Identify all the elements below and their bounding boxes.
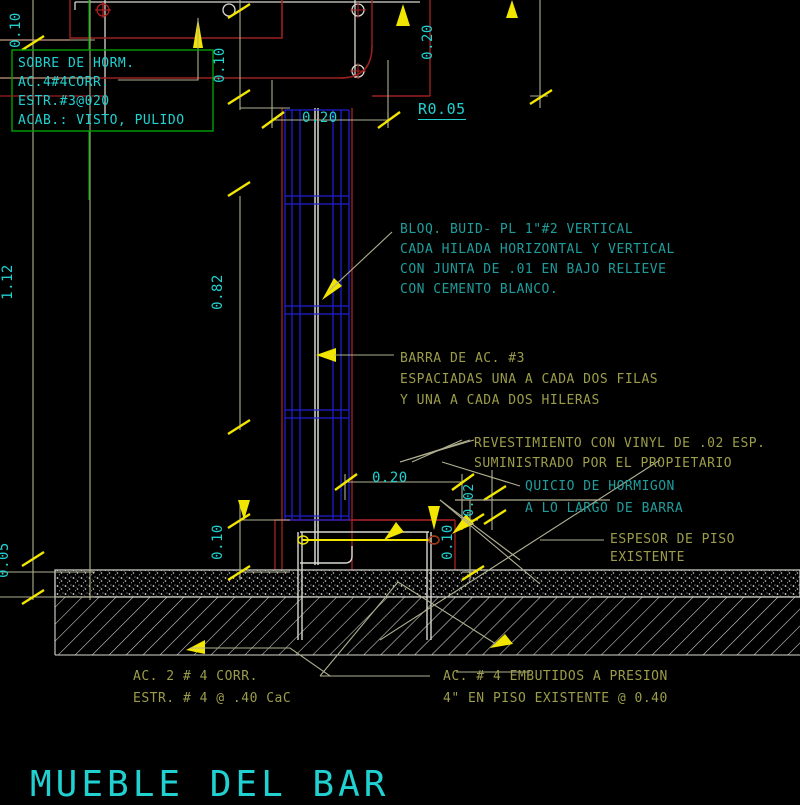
spec-box: SOBRE DE HORM. AC.4#4CORR. ESTR.#3@020 A… <box>18 54 185 130</box>
dim-radius: R0.05 <box>418 100 466 120</box>
block-wall-courses <box>284 109 350 521</box>
rebar-circles <box>222 3 365 78</box>
dim-col-base: 0.10 <box>210 524 226 560</box>
dim-vinyl-thickness: 0.02 <box>462 483 477 517</box>
curb-note-line-1: QUICIO DE HORMIGON <box>525 479 675 494</box>
dim-left-base: 0.05 <box>0 542 12 578</box>
dim-base-width: 0.20 <box>372 470 408 486</box>
dim-col-top: 0.10 <box>212 47 228 83</box>
spec-box-line-2: AC.4#4CORR. <box>18 75 110 90</box>
dim-top-left: 0.10 <box>8 12 24 48</box>
vinyl-leader <box>379 439 661 641</box>
dim-col-mid: 0.82 <box>210 274 226 310</box>
footing-note: AC. 2 # 4 CORR. ESTR. # 4 @ .40 CaC <box>133 666 291 710</box>
footing-note-line-1: AC. 2 # 4 CORR. <box>133 669 258 684</box>
spec-box-line-4: ACAB.: VISTO, PULIDO <box>18 113 185 128</box>
block-note-line-1: BLOQ. BUID- PL 1"#2 VERTICAL <box>400 222 634 237</box>
white-geometry <box>74 0 420 565</box>
rebar-note: BARRA DE AC. #3 ESPACIADAS UNA A CADA DO… <box>400 348 658 411</box>
block-note: BLOQ. BUID- PL 1"#2 VERTICAL CADA HILADA… <box>400 220 675 300</box>
dimension-ticks <box>21 2 553 606</box>
dowel-bar <box>428 535 440 545</box>
rebar-note-line-3: Y UNA A CADA DOS HILERAS <box>400 393 600 408</box>
spec-box-frame <box>11 49 214 132</box>
dim-curb-height: 0.10 <box>440 524 456 560</box>
dowel-note-line-2: 4" EN PISO EXISTENTE @ 0.40 <box>443 691 668 706</box>
block-note-line-4: CON CEMENTO BLANCO. <box>400 282 559 297</box>
dim-left-total: 1.12 <box>0 264 16 300</box>
rebar-circle-red <box>95 2 111 18</box>
rebar-note-line-1: BARRA DE AC. #3 <box>400 351 525 366</box>
footing-stirrups <box>297 531 432 640</box>
vinyl-note: REVESTIMIENTO CON VINYL DE .02 ESP. SUMI… <box>474 434 765 474</box>
dimension-lines <box>0 0 548 600</box>
curb-note-line-2: A LO LARGO DE BARRA <box>525 501 684 516</box>
curb-note: QUICIO DE HORMIGON A LO LARGO DE BARRA <box>525 476 683 520</box>
block-note-line-3: CON JUNTA DE .01 EN BAJO RELIEVE <box>400 262 667 277</box>
dowel-note-line-1: AC. # 4 EMBUTIDOS A PRESION <box>443 669 668 684</box>
dowel-note: AC. # 4 EMBUTIDOS A PRESION 4" EN PISO E… <box>443 666 668 710</box>
rebar-note-line-2: ESPACIADAS UNA A CADA DOS FILAS <box>400 372 659 387</box>
dim-counter-depth: 0.20 <box>420 24 436 60</box>
spec-box-line-3: ESTR.#3@020 <box>18 94 110 109</box>
vinyl-note-line-1: REVESTIMIENTO CON VINYL DE .02 ESP. <box>474 436 766 451</box>
floor-note-line-2: EXISTENTE <box>610 550 685 565</box>
block-note-line-2: CADA HILADA HORIZONTAL Y VERTICAL <box>400 242 675 257</box>
dim-counter-width: 0.20 <box>302 110 338 126</box>
vinyl-note-line-2: SUMINISTRADO POR EL PROPIETARIO <box>474 456 733 471</box>
floor-note-line-1: ESPESOR DE PISO <box>610 532 735 547</box>
spec-box-line-1: SOBRE DE HORM. <box>18 56 135 71</box>
leader-lines <box>118 18 604 677</box>
footing-note-line-2: ESTR. # 4 @ .40 CaC <box>133 691 292 706</box>
drawing-title: MUEBLE DEL BAR <box>30 764 390 805</box>
floor-note: ESPESOR DE PISO EXISTENTE <box>610 531 735 567</box>
